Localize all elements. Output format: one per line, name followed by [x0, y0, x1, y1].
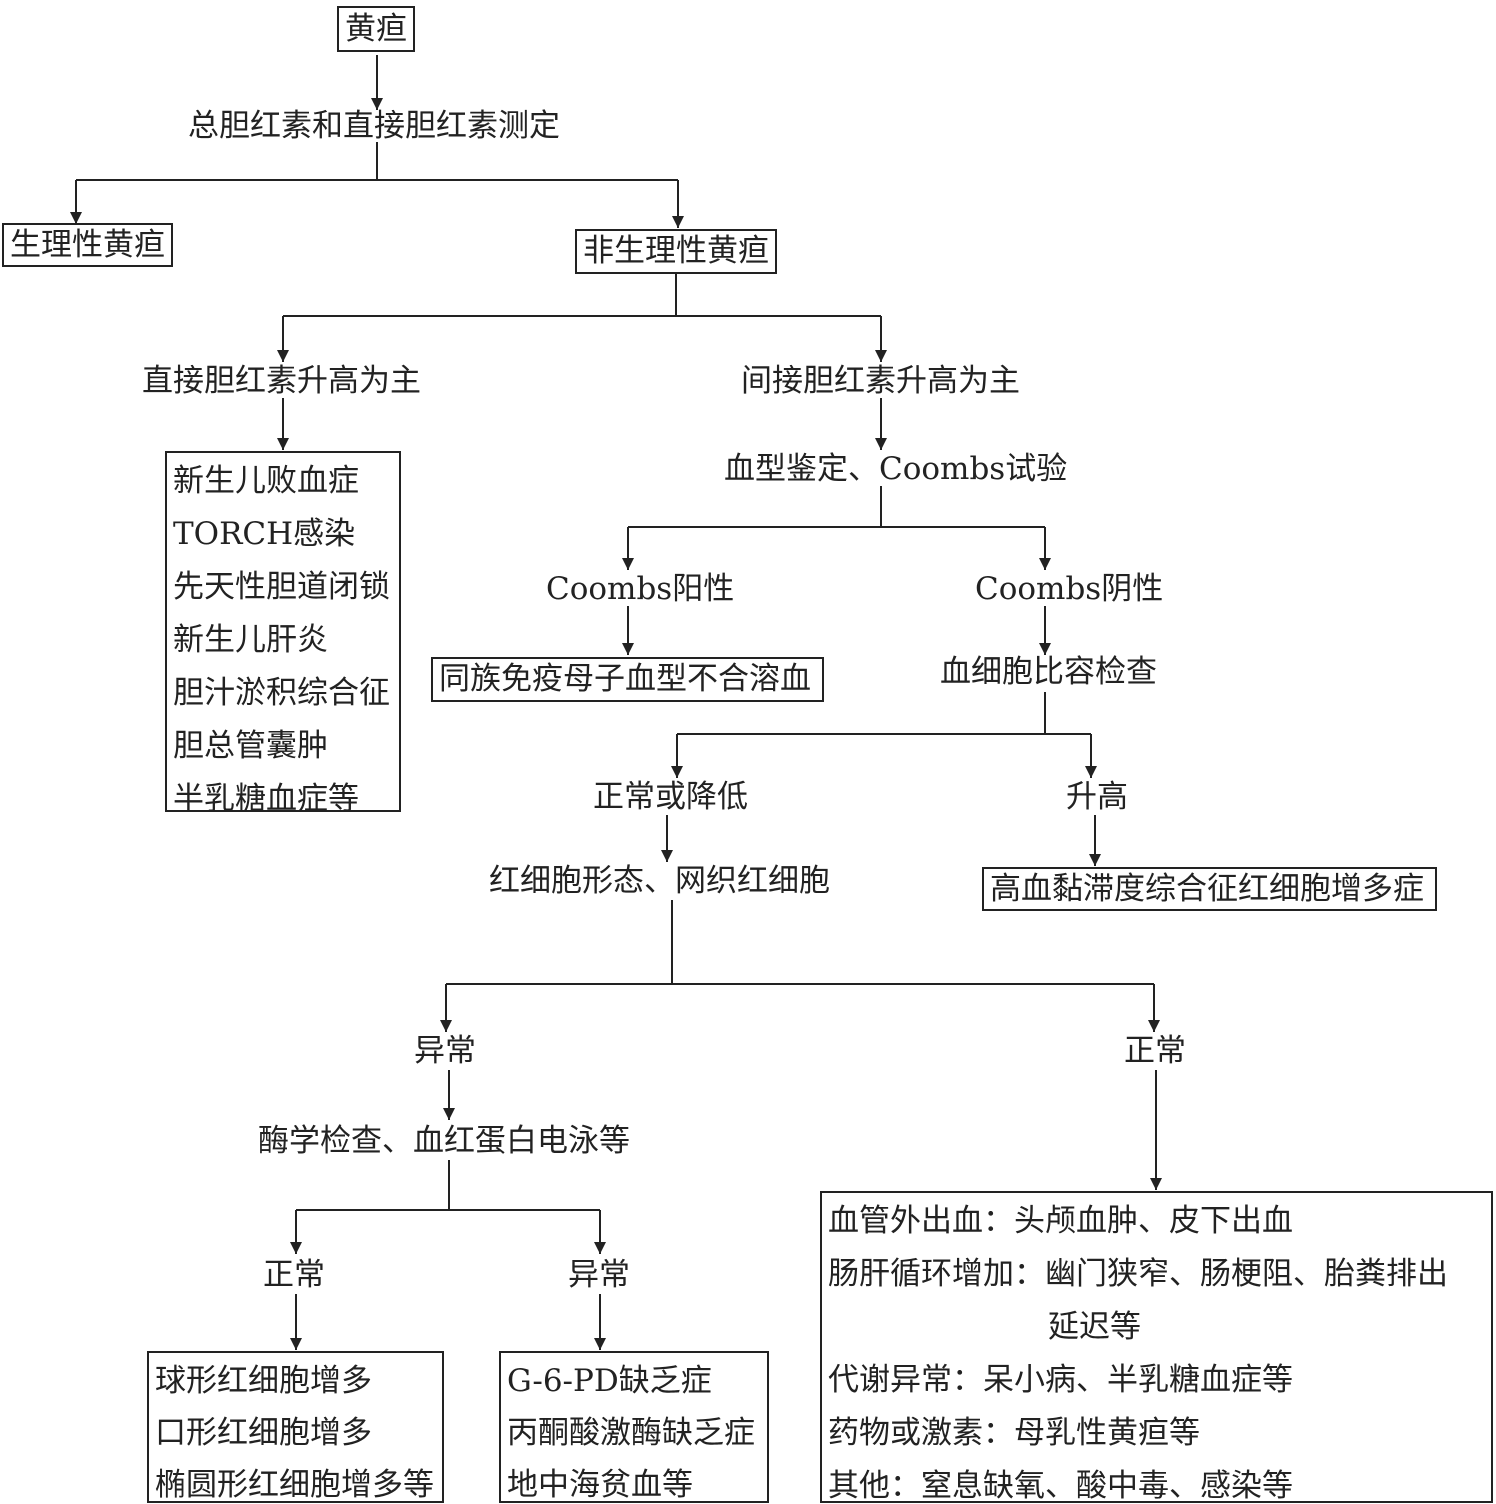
direct-cause-item: 胆总管囊肿 [173, 728, 328, 764]
direct-cause-item: 先天性胆道闭锁 [173, 569, 390, 605]
node-non-physiological: 非生理性黄疸 [575, 229, 777, 274]
direct-cause-item: 胆汁淤积综合征 [173, 675, 390, 711]
direct-cause-item: 半乳糖血症等 [173, 781, 359, 817]
other-causes-box: 血管外出血：头颅血肿、皮下出血 肠肝循环增加：幽门狭窄、肠梗阻、胎粪排出 延迟等… [820, 1191, 1493, 1504]
other-cause-extravascular: 血管外出血：头颅血肿、皮下出血 [828, 1203, 1293, 1239]
node-enzyme-normal: 正常 [263, 1257, 325, 1293]
direct-causes-box: 新生儿败血症 TORCH感染 先天性胆道闭锁 新生儿肝炎 胆汁淤积综合征 胆总管… [165, 451, 401, 817]
node-enzyme-abnormal: 异常 [568, 1257, 630, 1293]
enzyme-cause-item: G-6-PD缺乏症 [507, 1363, 712, 1399]
node-coombs-positive: Coombs阳性 [546, 571, 735, 607]
node-jaundice: 黄疸 [337, 6, 415, 52]
other-cause-others: 其他：窒息缺氧、酸中毒、感染等 [828, 1468, 1293, 1504]
node-normal-or-low: 正常或降低 [593, 779, 748, 815]
other-cause-enterohepatic: 肠肝循环增加：幽门狭窄、肠梗阻、胎粪排出 [828, 1256, 1448, 1292]
node-physiological: 生理性黄疸 [2, 223, 173, 267]
direct-cause-item: TORCH感染 [173, 516, 356, 552]
node-coombs-negative: Coombs阴性 [975, 571, 1164, 607]
node-indirect-high: 间接胆红素升高为主 [741, 363, 1020, 399]
membrane-causes-box: 球形红细胞增多 口形红细胞增多 椭圆形红细胞增多等 [147, 1351, 444, 1503]
membrane-cause-item: 口形红细胞增多 [155, 1415, 372, 1451]
membrane-cause-item: 椭圆形红细胞增多等 [155, 1467, 434, 1503]
direct-cause-item: 新生儿肝炎 [173, 622, 328, 658]
node-hematocrit: 血细胞比容检查 [940, 654, 1157, 690]
node-isoimmune-hemolysis: 同族免疫母子血型不合溶血 [431, 657, 824, 702]
node-enzyme-test: 酶学检查、血红蛋白电泳等 [258, 1123, 630, 1159]
node-normal: 正常 [1124, 1033, 1186, 1069]
membrane-cause-item: 球形红细胞增多 [155, 1363, 372, 1399]
other-cause-metabolic: 代谢异常：呆小病、半乳糖血症等 [828, 1362, 1293, 1398]
node-polycythemia: 高血黏滞度综合征红细胞增多症 [982, 867, 1437, 911]
enzyme-causes-box: G-6-PD缺乏症 丙酮酸激酶缺乏症 地中海贫血等 [499, 1351, 769, 1503]
enzyme-cause-item: 丙酮酸激酶缺乏症 [507, 1415, 755, 1451]
other-cause-enterohepatic-cont: 延迟等 [1048, 1309, 1141, 1345]
other-cause-drugs: 药物或激素：母乳性黄疸等 [828, 1415, 1200, 1451]
node-blood-type-test: 血型鉴定、Coombs试验 [724, 451, 1068, 487]
node-elevated: 升高 [1066, 779, 1128, 815]
node-abnormal: 异常 [414, 1033, 476, 1069]
node-direct-high: 直接胆红素升高为主 [142, 363, 421, 399]
node-bilirubin-test: 总胆红素和直接胆红素测定 [188, 108, 560, 144]
node-rbc-morphology: 红细胞形态、网织红细胞 [489, 863, 830, 899]
enzyme-cause-item: 地中海贫血等 [507, 1467, 693, 1503]
direct-cause-item: 新生儿败血症 [173, 463, 359, 499]
